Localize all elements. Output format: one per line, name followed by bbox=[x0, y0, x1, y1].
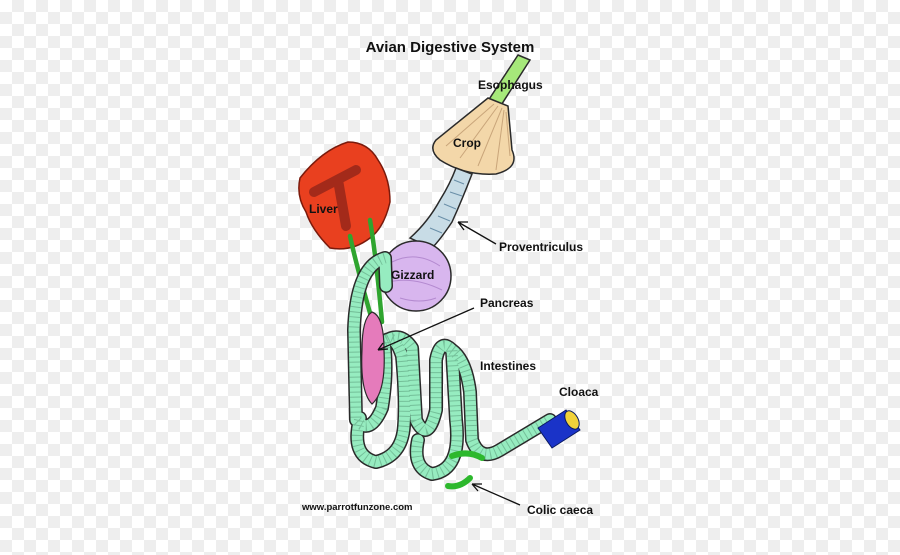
label-colic-caeca: Colic caeca bbox=[527, 503, 593, 517]
label-liver: Liver bbox=[309, 202, 338, 216]
colic-caeca bbox=[445, 450, 485, 490]
intestines bbox=[347, 251, 557, 481]
label-proventriculus: Proventriculus bbox=[499, 240, 583, 254]
cloaca bbox=[537, 409, 581, 449]
label-intestines: Intestines bbox=[480, 359, 536, 373]
label-cloaca: Cloaca bbox=[559, 385, 599, 399]
diagram-title: Avian Digestive System bbox=[366, 39, 535, 56]
pointer-arrows bbox=[377, 221, 521, 506]
gizzard bbox=[380, 240, 452, 312]
label-pancreas: Pancreas bbox=[480, 296, 534, 310]
proventriculus bbox=[408, 167, 473, 249]
label-esophagus: Esophagus bbox=[478, 78, 543, 92]
pancreas bbox=[361, 311, 385, 405]
crop bbox=[432, 97, 515, 175]
label-crop: Crop bbox=[453, 136, 481, 150]
liver bbox=[298, 141, 391, 250]
credit-url: www.parrotfunzone.com bbox=[301, 502, 412, 513]
label-gizzard: Gizzard bbox=[391, 268, 434, 282]
